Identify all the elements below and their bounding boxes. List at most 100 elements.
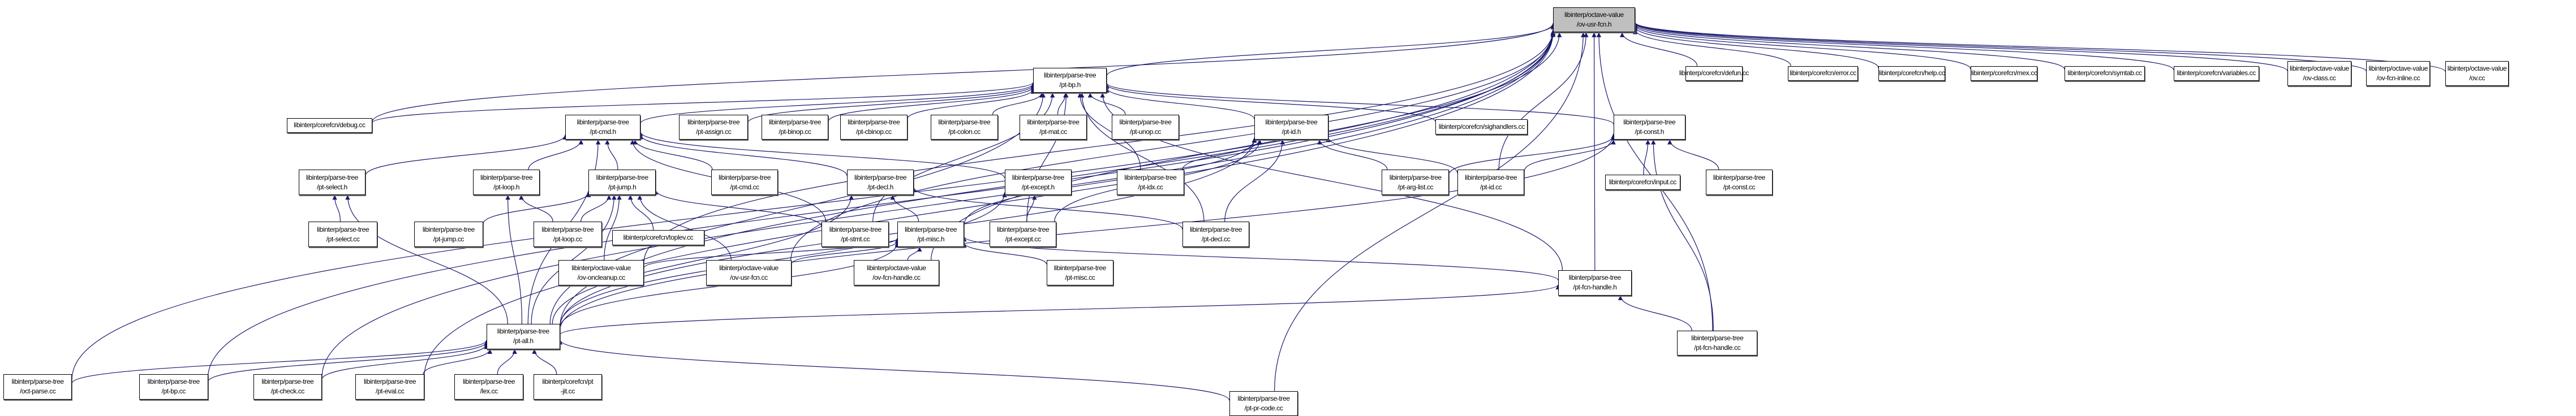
graph-node-pt-select-cc[interactable]: libinterp/parse-tree/pt-select.cc bbox=[308, 222, 377, 247]
graph-node-pt-misc-cc[interactable]: libinterp/parse-tree/pt-misc.cc bbox=[1046, 260, 1114, 285]
edge-pt-decl.cc-to-pt-decl.h bbox=[911, 187, 1183, 229]
graph-node-sighandlers-cc[interactable]: libinterp/corefcn/sighandlers.cc bbox=[1435, 119, 1528, 135]
graph-node-pt-fcn-handle-h[interactable]: libinterp/parse-tree/pt-fcn-handle.h bbox=[1558, 270, 1632, 296]
edge-pt-id.cc-to-pt-id.h bbox=[1326, 137, 1458, 174]
graph-node-symtab-cc[interactable]: libinterp/corefcn/symtab.cc bbox=[2064, 66, 2145, 81]
node-label-line: libinterp/parse-tree bbox=[905, 225, 957, 233]
graph-node-input-cc[interactable]: libinterp/corefcn/input.cc bbox=[1605, 175, 1681, 190]
edge-pt-all.h-to-pt-jump.h bbox=[531, 194, 617, 324]
graph-node-ov-cc[interactable]: libinterp/octave-value/ov.cc bbox=[2445, 60, 2509, 86]
graph-node-debug-cc[interactable]: libinterp/corefcn/debug.cc bbox=[286, 118, 373, 133]
graph-node-toplev-cc[interactable]: libinterp/corefcn/toplev.cc bbox=[612, 230, 704, 245]
edge-pt-all.h-to-pt-const.h bbox=[560, 133, 1616, 330]
graph-node-pt-jit-cc[interactable]: libinterp/corefcn/pt-jit.cc bbox=[533, 374, 603, 400]
graph-node-pt-arg-list-cc[interactable]: libinterp/parse-tree/pt-arg-list.cc bbox=[1382, 170, 1450, 195]
node-label-line: libinterp/parse-tree bbox=[147, 378, 200, 386]
node-label-line: libinterp/parse-tree bbox=[1053, 263, 1106, 272]
graph-node-pt-const-h[interactable]: libinterp/parse-tree/pt-const.h bbox=[1613, 114, 1685, 140]
edge-pt-unop.cc-to-pt-bp.h bbox=[1087, 92, 1126, 115]
edge-pt-cmd.cc-to-pt-cmd.h bbox=[633, 139, 713, 170]
graph-node-ov-usr-fcn-h[interactable]: libinterp/octave-value/ov-usr-fcn.h bbox=[1553, 7, 1636, 33]
node-label-line: /pt-id.cc bbox=[1480, 183, 1502, 191]
graph-node-ov-fcn-inline-cc[interactable]: libinterp/octave-value/ov-fcn-inline.cc bbox=[2366, 60, 2431, 86]
graph-node-defun-cc[interactable]: libinterp/corefcn/defun.cc bbox=[1679, 66, 1749, 81]
graph-node-mex-cc[interactable]: libinterp/corefcn/mex.cc bbox=[1970, 66, 2038, 81]
graph-node-pt-pr-code-cc[interactable]: libinterp/parse-tree/pt-pr-code.cc bbox=[1229, 391, 1298, 416]
graph-node-error-cc[interactable]: libinterp/corefcn/error.cc bbox=[1787, 66, 1859, 81]
graph-node-pt-bp-cc[interactable]: libinterp/parse-tree/pt-bp.cc bbox=[139, 374, 208, 400]
graph-node-pt-all-h[interactable]: libinterp/parse-tree/pt-all.h bbox=[486, 324, 561, 349]
node-label-line: libinterp/octave-value bbox=[867, 263, 926, 272]
graph-node-pt-colon-cc[interactable]: libinterp/parse-tree/pt-colon.cc bbox=[931, 114, 998, 140]
edge-pt-eval.cc-to-pt-all.h bbox=[423, 349, 493, 375]
node-label-line: libinterp/parse-tree bbox=[596, 173, 648, 181]
node-label-line: /pt-jump.cc bbox=[433, 235, 465, 243]
graph-node-pt-assign-cc[interactable]: libinterp/parse-tree/pt-assign.cc bbox=[679, 114, 749, 140]
graph-node-pt-check-cc[interactable]: libinterp/parse-tree/pt-check.cc bbox=[253, 374, 322, 400]
graph-node-pt-select-h[interactable]: libinterp/parse-tree/pt-select.h bbox=[298, 170, 366, 195]
graph-node-pt-binop-cc[interactable]: libinterp/parse-tree/pt-binop.cc bbox=[761, 114, 829, 140]
graph-node-ov-fcn-handle-cc[interactable]: libinterp/octave-value/ov-fcn-handle.cc bbox=[853, 260, 939, 285]
node-label-line: /ov-fcn-handle.cc bbox=[872, 273, 921, 281]
edge-pt-bp.h-to-ov-usr-fcn.h bbox=[1106, 24, 1555, 76]
graph-node-oct-parse-cc[interactable]: libinterp/parse-tree/oct-parse.cc bbox=[3, 374, 72, 400]
graph-node-pt-eval-cc[interactable]: libinterp/parse-tree/pt-eval.cc bbox=[355, 374, 424, 400]
edge-pt-all.h-to-pt-loop.h bbox=[505, 194, 523, 324]
edge-pt-jump.h-to-pt-cmd.h bbox=[605, 140, 618, 170]
graph-node-pt-unop-cc[interactable]: libinterp/parse-tree/pt-unop.cc bbox=[1112, 114, 1179, 140]
graph-node-pt-id-cc[interactable]: libinterp/parse-tree/pt-id.cc bbox=[1457, 170, 1525, 195]
node-label-line: libinterp/octave-value bbox=[2447, 64, 2507, 72]
node-label-line: /pt-idx.cc bbox=[1138, 183, 1163, 191]
edge-ov-fcn-handle.cc-to-pt-misc.h bbox=[907, 246, 922, 261]
edge-pt-decl.h-to-pt-cmd.h bbox=[638, 134, 848, 176]
node-label-line: libinterp/parse-tree bbox=[1012, 173, 1064, 181]
graph-node-pt-bp-h[interactable]: libinterp/parse-tree/pt-bp.h bbox=[1033, 67, 1107, 93]
graph-node-pt-decl-h[interactable]: libinterp/parse-tree/pt-decl.h bbox=[846, 170, 914, 195]
edge-pt-fcn-handle.cc-to-pt-const.h bbox=[1651, 140, 1714, 331]
node-label-line: libinterp/corefcn/sighandlers.cc bbox=[1438, 123, 1525, 131]
node-label-line: /pt-colon.cc bbox=[948, 127, 980, 136]
edge-ov-usr-fcn.cc-to-ov-usr-fcn.h bbox=[790, 32, 1555, 261]
graph-node-variables-cc[interactable]: libinterp/corefcn/variables.cc bbox=[2173, 66, 2259, 81]
graph-node-ov-usr-fcn-cc[interactable]: libinterp/octave-value/ov-usr-fcn.cc bbox=[706, 260, 792, 285]
graph-node-pt-cmd-cc[interactable]: libinterp/parse-tree/pt-cmd.cc bbox=[711, 170, 779, 195]
node-label-line: /pt-select.cc bbox=[326, 235, 360, 243]
node-label-line: libinterp/parse-tree bbox=[317, 225, 369, 233]
edge-pt-id.h-to-pt-bp.h bbox=[1104, 88, 1255, 120]
node-label-line: /lex.cc bbox=[480, 387, 498, 396]
node-label-line: libinterp/parse-tree bbox=[938, 118, 991, 126]
graph-node-pt-decl-cc[interactable]: libinterp/parse-tree/pt-decl.cc bbox=[1182, 222, 1250, 247]
graph-node-pt-stmt-cc[interactable]: libinterp/parse-tree/pt-stmt.cc bbox=[822, 222, 889, 247]
edge-help.cc-to-ov-usr-fcn.h bbox=[1632, 27, 1879, 68]
node-label-line: /pt-cmd.h bbox=[590, 127, 616, 136]
edge-pt-all.h-to-pt-except.h bbox=[560, 192, 1007, 326]
graph-node-pt-misc-h[interactable]: libinterp/parse-tree/pt-misc.h bbox=[897, 222, 965, 247]
graph-node-pt-id-h[interactable]: libinterp/parse-tree/pt-id.h bbox=[1254, 114, 1328, 140]
edge-pt-misc.h-to-pt-id.h bbox=[964, 138, 1257, 224]
graph-node-pt-idx-cc[interactable]: libinterp/parse-tree/pt-idx.cc bbox=[1117, 170, 1184, 195]
graph-node-ov-class-cc[interactable]: libinterp/octave-value/ov-class.cc bbox=[2287, 60, 2351, 86]
node-label-line: libinterp/parse-tree bbox=[1237, 394, 1290, 402]
edge-input.cc-to-pt-const.h bbox=[1643, 140, 1650, 175]
graph-node-pt-except-cc[interactable]: libinterp/parse-tree/pt-except.cc bbox=[989, 222, 1057, 247]
graph-node-pt-jump-h[interactable]: libinterp/parse-tree/pt-jump.h bbox=[588, 170, 656, 195]
graph-node-pt-except-h[interactable]: libinterp/parse-tree/pt-except.h bbox=[1004, 170, 1072, 195]
graph-node-pt-cbinop-cc[interactable]: libinterp/parse-tree/pt-cbinop.cc bbox=[840, 114, 908, 140]
graph-node-ov-oncleanup-cc[interactable]: libinterp/octave-value/ov-oncleanup.cc bbox=[558, 260, 644, 285]
edge-debug.cc-to-ov-usr-fcn.h bbox=[372, 23, 1555, 122]
graph-node-pt-loop-h[interactable]: libinterp/parse-tree/pt-loop.h bbox=[472, 170, 540, 195]
graph-node-pt-const-cc[interactable]: libinterp/parse-tree/pt-const.cc bbox=[1705, 170, 1773, 195]
graph-node-pt-loop-cc[interactable]: libinterp/parse-tree/pt-loop.cc bbox=[533, 222, 603, 247]
graph-node-pt-jump-cc[interactable]: libinterp/parse-tree/pt-jump.cc bbox=[414, 222, 483, 247]
edge-ov-class.cc-to-ov-usr-fcn.h bbox=[1633, 23, 2288, 72]
graph-node-lex-cc[interactable]: libinterp/parse-tree/lex.cc bbox=[454, 374, 523, 400]
graph-node-pt-fcn-handle-cc[interactable]: libinterp/parse-tree/pt-fcn-handle.cc bbox=[1677, 330, 1758, 356]
edge-pt-decl.cc-to-pt-bp.h bbox=[1079, 93, 1205, 222]
node-label-line: libinterp/corefcn/pt bbox=[542, 378, 594, 386]
graph-node-pt-mat-cc[interactable]: libinterp/parse-tree/pt-mat.cc bbox=[1020, 114, 1087, 140]
graph-node-pt-cmd-h[interactable]: libinterp/parse-tree/pt-cmd.h bbox=[565, 114, 641, 140]
node-label-line: /pt-except.h bbox=[1021, 183, 1055, 191]
graph-node-help-cc[interactable]: libinterp/corefcn/help.cc bbox=[1878, 66, 1946, 81]
node-label-line: /pt-arg-list.cc bbox=[1397, 183, 1434, 191]
node-label-line: /pt-unop.cc bbox=[1130, 127, 1162, 136]
